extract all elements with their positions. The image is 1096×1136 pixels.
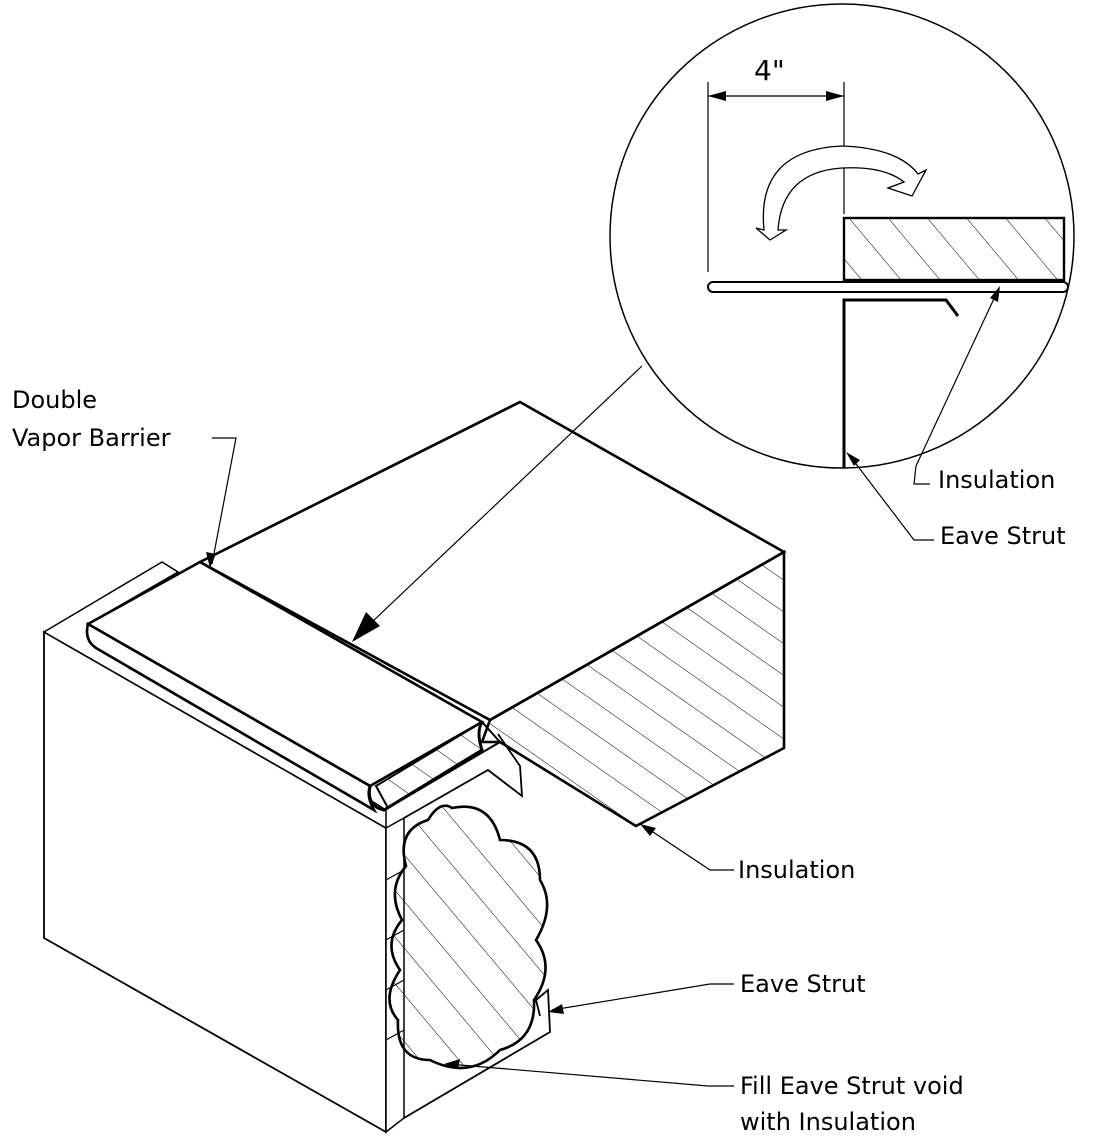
fill-void-label-line2: with Insulation <box>740 1108 916 1136</box>
detail-insulation-block <box>842 216 1066 282</box>
detail-callout: 4" <box>609 3 1075 469</box>
eave-strut-channel <box>403 733 524 819</box>
callout-arrowhead <box>352 612 380 642</box>
main-assembly <box>42 400 787 1134</box>
double-vapor-barrier-label-line1: Double <box>12 386 97 414</box>
eave-strut-label: Eave Strut <box>740 970 866 998</box>
detail-circle <box>609 3 1075 469</box>
detail-insulation-label: Insulation <box>938 466 1055 494</box>
fill-void-label-line1: Fill Eave Strut void <box>740 1072 964 1100</box>
insulation-label: Insulation <box>738 856 855 884</box>
detail-eave-strut <box>842 298 960 468</box>
void-insulation-cloud <box>388 804 549 1070</box>
double-vapor-barrier-label-line2: Vapor Barrier <box>12 424 171 452</box>
detail-dimension-label: 4" <box>754 54 785 87</box>
fold-direction-arrow-icon <box>755 145 928 241</box>
detail-vapor-barrier <box>707 281 1069 293</box>
detail-eave-strut-label: Eave Strut <box>940 522 1066 550</box>
